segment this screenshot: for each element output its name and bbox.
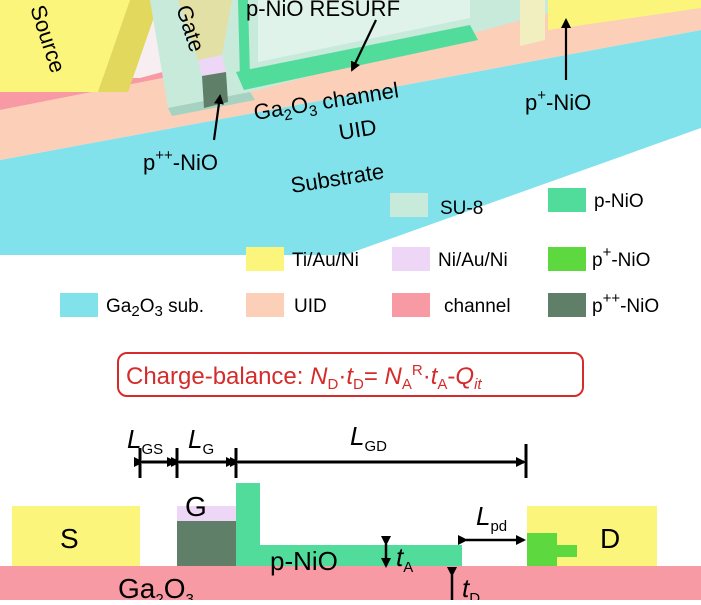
- drain-pillar: [520, 0, 545, 46]
- legend-label-ppp-nio: p++-NiO: [592, 290, 659, 317]
- dim-ta: tA: [396, 542, 413, 576]
- dim-lgs: LGS: [127, 424, 163, 458]
- gate-cap: [198, 55, 226, 76]
- dim-lg: LG: [188, 424, 214, 458]
- xs-drain-pnio-step: [527, 545, 577, 557]
- dim-td: tD: [462, 573, 480, 600]
- legend-swatch-ppp-nio: [548, 293, 586, 317]
- xs-channel: [0, 566, 701, 600]
- resurf-wall: [238, 0, 250, 80]
- legend-swatch-ga2o3sub: [60, 293, 98, 317]
- label-ppp-nio: p++-NiO: [143, 147, 218, 175]
- legend-label-channel: channel: [444, 296, 511, 317]
- equation-box: [117, 352, 584, 397]
- source-metal: [0, 0, 130, 92]
- legend-swatch-p-nio: [548, 247, 586, 271]
- legend-swatch-tiauni: [246, 247, 284, 271]
- substrate-layer: [0, 30, 701, 255]
- resurf-inner: [258, 0, 470, 62]
- legend-swatch-pnio: [548, 188, 586, 212]
- xs-label-pnio: p-NiO: [270, 546, 338, 576]
- gate-metal: [178, 0, 232, 60]
- legend-swatch-niauni: [392, 247, 430, 271]
- legend-label-su8: SU-8: [440, 198, 483, 219]
- dim-lpd: Lpd: [476, 501, 507, 535]
- xs-gate-ppp: [177, 521, 236, 566]
- legend-swatch-su8: [390, 193, 428, 217]
- device-3d: [0, 0, 701, 255]
- drain-metal: [548, 0, 701, 30]
- legend-label-niauni: Ni/Au/Ni: [438, 250, 508, 271]
- xs-label-g: G: [185, 491, 207, 522]
- xs-resurf-film: [260, 545, 462, 566]
- legend-label-tiauni: Ti/Au/Ni: [292, 250, 359, 271]
- legend-label-ga2o3sub: Ga2O3 sub.: [106, 296, 204, 320]
- arrow-resurf: [350, 19, 377, 72]
- dimension-lines: [134, 444, 528, 478]
- dim-lgd: LGD: [350, 421, 387, 455]
- source-metal-side: [98, 0, 160, 92]
- xs-label-d: D: [600, 523, 620, 554]
- xs-label-s: S: [60, 523, 79, 554]
- xs-resurf-wall: [236, 483, 260, 566]
- xs-source: [12, 506, 140, 566]
- legend-swatch-channel: [392, 293, 430, 317]
- equation-text: Charge-balance: ND·tD= NAR·tA-Qit: [126, 362, 482, 393]
- legend: SU-8 p-NiO Ti/Au/Ni Ni/Au/Ni p+-NiO Ga2O…: [60, 188, 659, 320]
- legend-label-pnio: p-NiO: [594, 191, 644, 212]
- legend-label-p-nio: p+-NiO: [592, 244, 650, 271]
- label-p-nio: p+-NiO: [525, 87, 591, 115]
- arrow-ppp-nio: [212, 94, 224, 141]
- xs-label-ga2o3: Ga2O3: [118, 573, 194, 600]
- legend-swatch-uid: [246, 293, 284, 317]
- xs-gate-cap: [177, 506, 236, 521]
- label-resurf: p-NiO RESURF: [246, 0, 400, 21]
- cross-section: [0, 483, 701, 600]
- legend-label-uid: UID: [294, 296, 327, 317]
- label-uid: UID: [337, 114, 378, 145]
- ppp-nio-block: [202, 72, 228, 108]
